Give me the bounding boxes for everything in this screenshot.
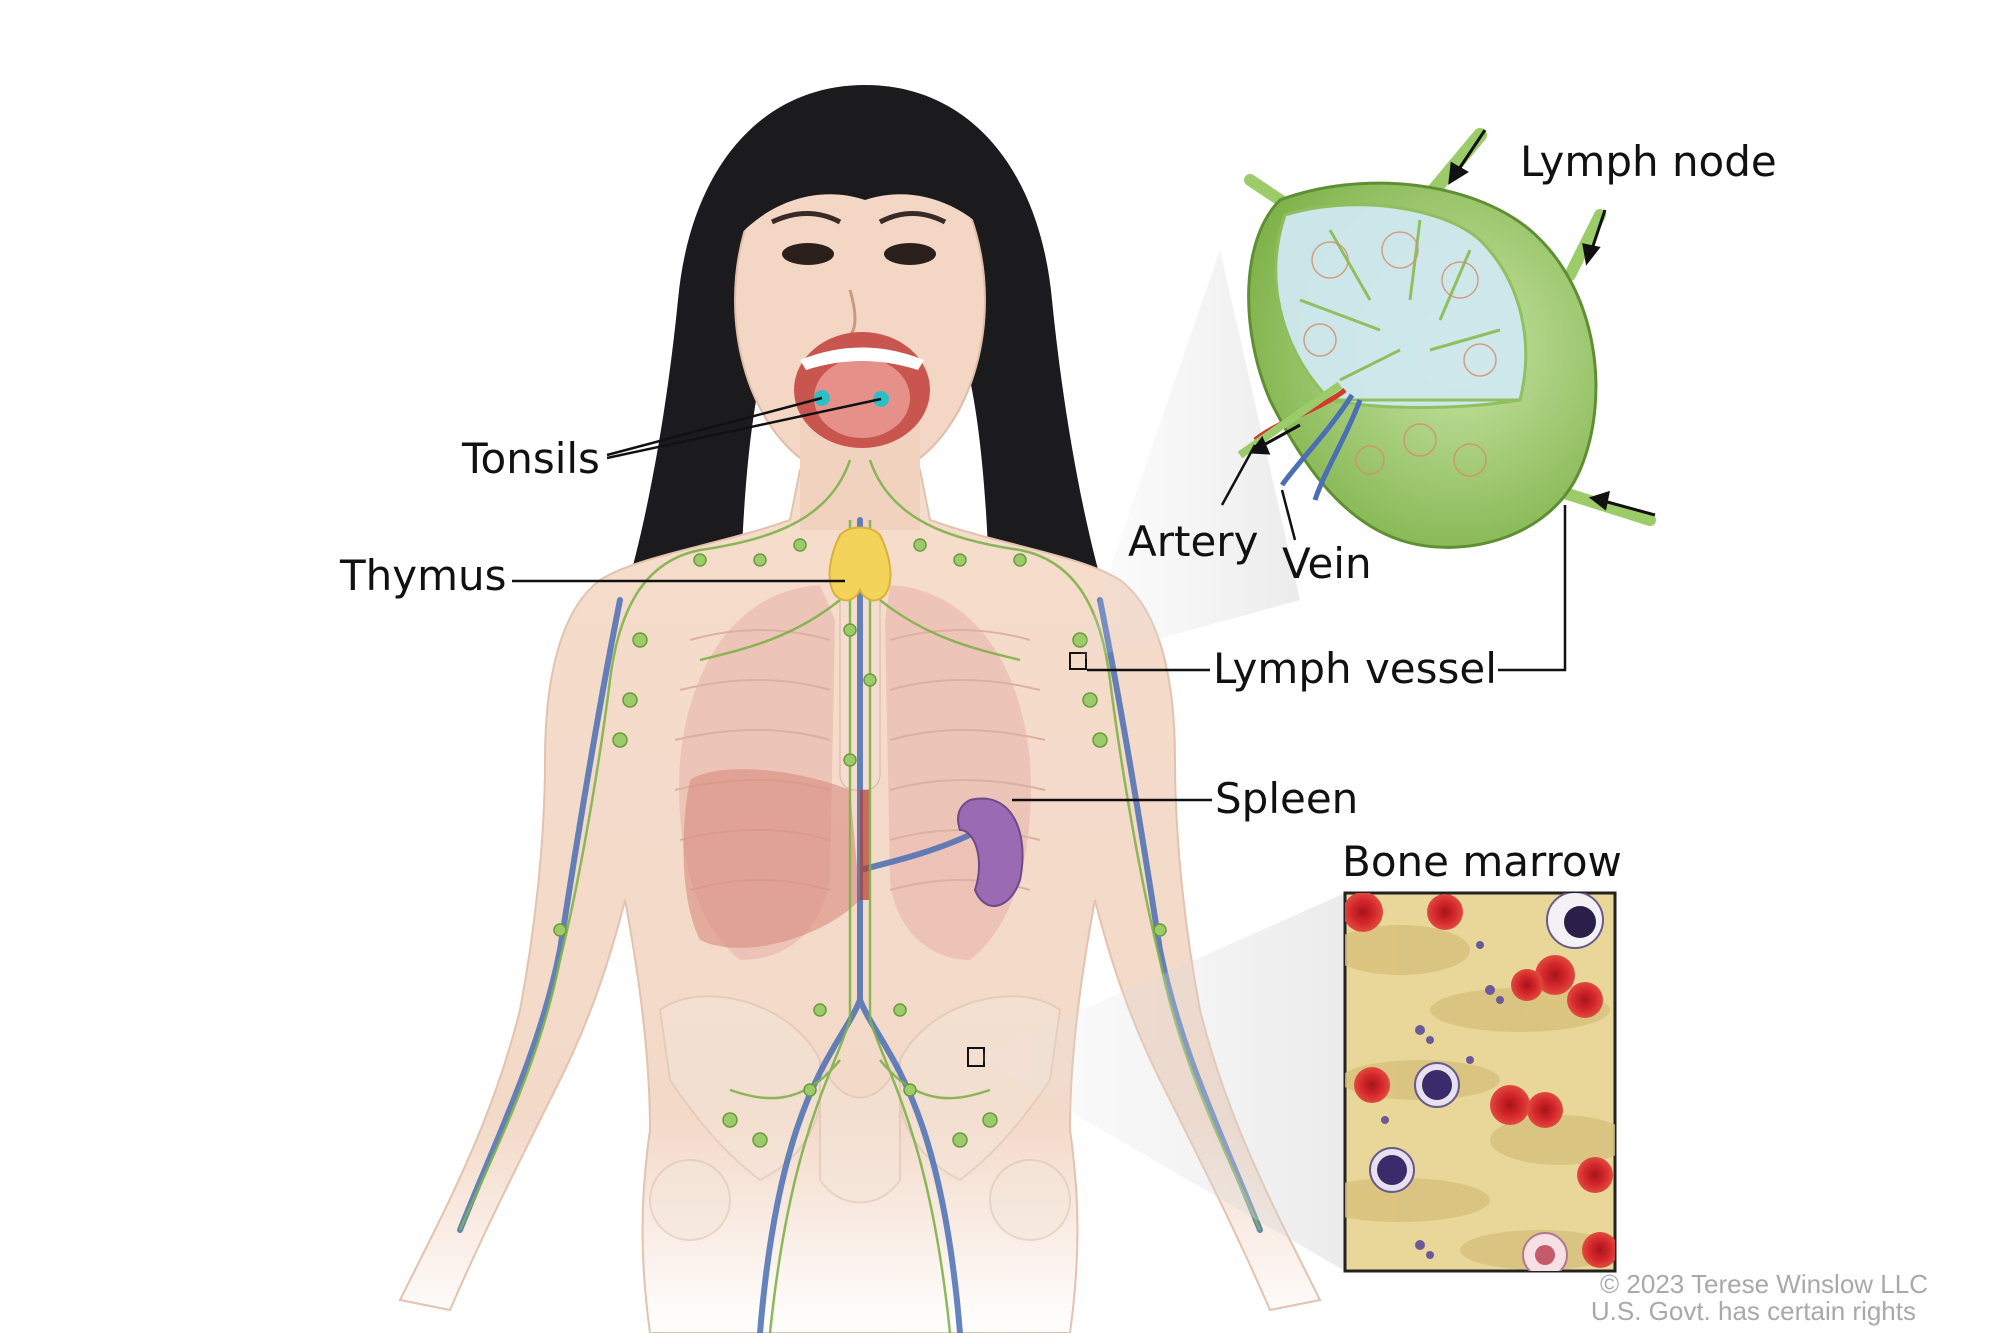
bone-marrow-illustration <box>1343 891 1617 1273</box>
thymus-icon <box>828 526 892 602</box>
left-eye <box>782 243 834 265</box>
lymph-vessel-leader-node <box>1498 505 1567 672</box>
red-blood-cell <box>1577 1157 1613 1193</box>
spleen-label: Spleen <box>1215 774 1358 823</box>
artery-leader <box>1220 444 1257 506</box>
red-blood-cell <box>1527 1092 1563 1128</box>
tonsils-leader <box>606 396 882 460</box>
efferent-lymph <box>1237 381 1343 459</box>
red-blood-cell <box>1567 982 1603 1018</box>
liver <box>683 769 860 948</box>
red-blood-cell <box>1582 1232 1615 1268</box>
mouth-throat <box>814 358 910 438</box>
bone-marrow-callout-cone <box>976 893 1345 1271</box>
copyright-line: © 2023 Terese Winslow LLC <box>1600 1269 1928 1299</box>
hair-fringe <box>735 108 995 240</box>
lymph-node-callout-cone <box>1078 250 1300 661</box>
red-blood-cell <box>1535 955 1575 995</box>
lymph-node-illustration <box>1237 128 1656 549</box>
artery-label: Artery <box>1128 517 1258 566</box>
rights-line: U.S. Govt. has certain rights <box>1591 1296 1916 1326</box>
right-eyebrow <box>878 211 947 225</box>
tonsils-label: Tonsils <box>461 434 600 483</box>
node-vein-2 <box>1312 399 1363 501</box>
upper-teeth <box>800 347 924 370</box>
thymus-label: Thymus <box>339 551 507 600</box>
right-eye <box>884 243 936 265</box>
red-blood-cell <box>1511 969 1543 1001</box>
lymph-node-dots <box>553 538 1167 1148</box>
lymph-vessel-inset-marker <box>1069 652 1087 670</box>
lymph-node-label: Lymph node <box>1520 137 1777 186</box>
vein-label: Vein <box>1282 539 1372 588</box>
red-blood-cell <box>1354 1067 1390 1103</box>
red-blood-cell <box>1345 893 1383 932</box>
red-blood-cell <box>1490 1085 1530 1125</box>
vein-leader <box>1280 489 1297 541</box>
bone-marrow-label: Bone marrow <box>1342 837 1622 886</box>
red-blood-cell <box>1427 894 1463 930</box>
left-eyebrow <box>770 211 842 225</box>
node-vein-1 <box>1279 393 1355 487</box>
child-figure <box>398 85 1322 1333</box>
spleen-icon <box>957 797 1024 907</box>
lymph-vessel-label: Lymph vessel <box>1213 644 1497 693</box>
